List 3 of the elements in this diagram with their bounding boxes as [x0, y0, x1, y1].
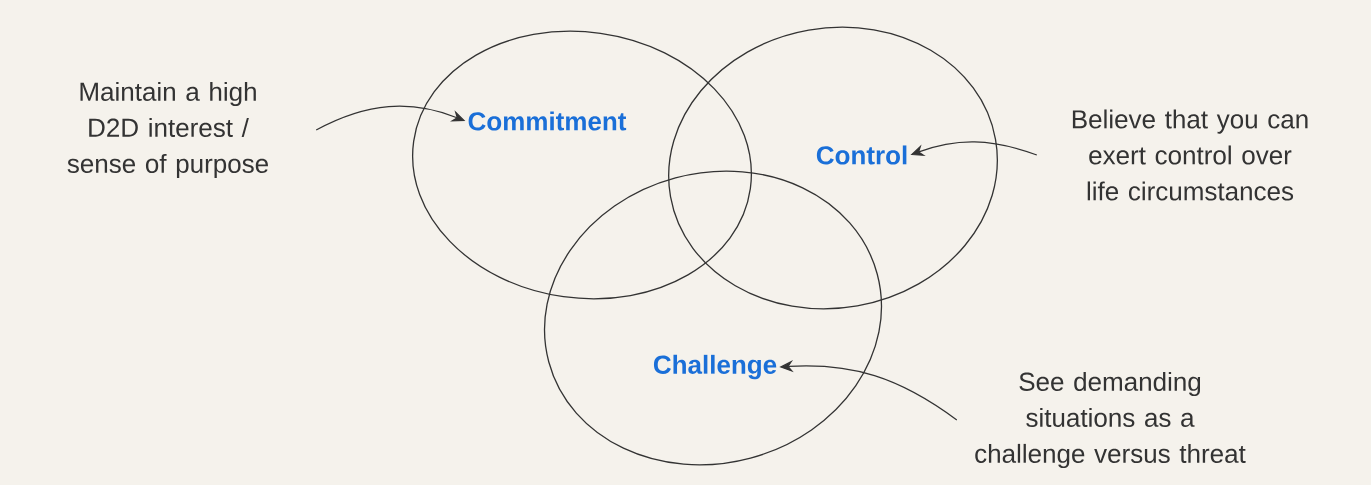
note-text: See demanding situations as a challenge versus threat	[975, 371, 1246, 469]
note-text: Believe that you can exert control over life circumstances	[1072, 109, 1308, 201]
note-text: Maintain a high D2D interest / sense of purpose	[67, 81, 268, 179]
